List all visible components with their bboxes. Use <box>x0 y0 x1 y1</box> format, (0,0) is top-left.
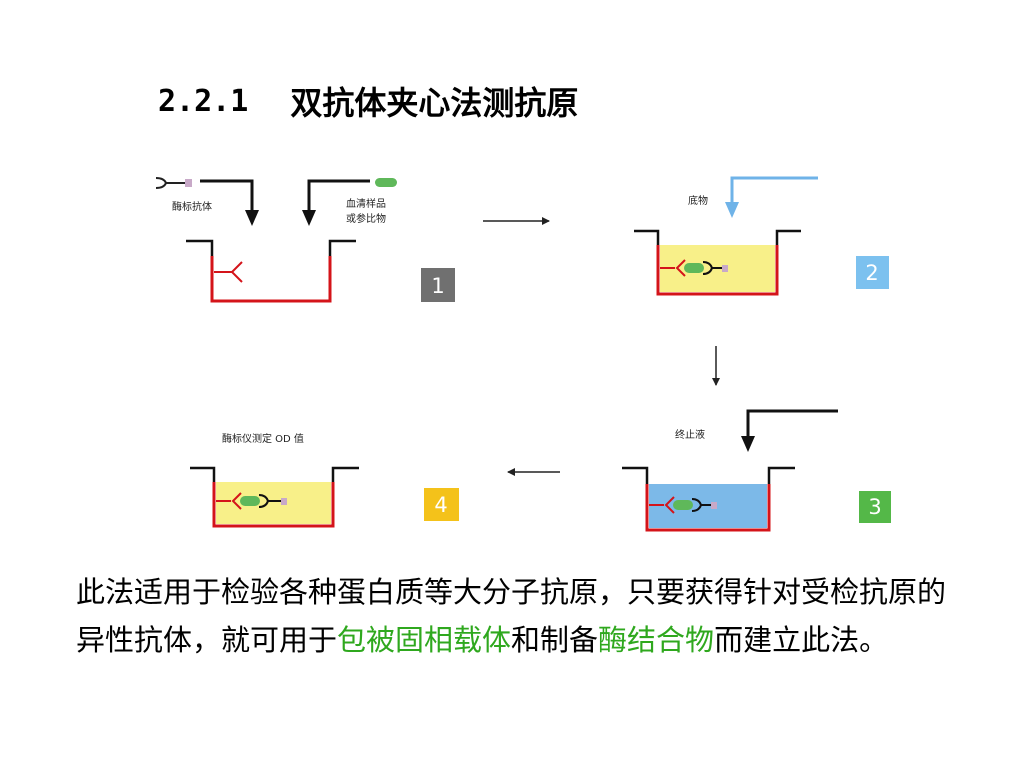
title-text: 双抗体夹心法测抗原 <box>290 84 579 122</box>
body-paragraph: 此法适用于检验各种蛋白质等大分子抗原，只要获得针对受检抗原的异性抗体，就可用于包… <box>76 568 956 664</box>
arrow-sample-in <box>307 179 370 212</box>
body-text-part3: 而建立此法。 <box>714 623 889 657</box>
body-text-part1: 此法适用于检验各种蛋白质等大分子抗原，只要获得针对受检抗原的异性抗体，就可用于 <box>76 575 947 657</box>
label-enzyme-antibody: 酶标抗体 <box>172 200 212 213</box>
coated-antibody-icon <box>214 261 243 283</box>
panel-2: 底物 2 <box>634 176 889 296</box>
label-stop-solution: 终止液 <box>675 428 705 441</box>
panel-1: 酶标抗体 血清样品 或参比物 1 <box>155 177 455 303</box>
sandwich-complex-4 <box>216 492 287 510</box>
title-number: 2.2.1 <box>158 83 249 119</box>
label-substrate: 底物 <box>688 194 708 207</box>
step-1-badge <box>421 268 455 302</box>
label-sample-line1: 血清样品 <box>346 197 386 210</box>
step-3-badge <box>859 491 891 523</box>
body-text-part2: 和制备 <box>511 623 599 657</box>
slide-title: 2.2.1 双抗体夹心法测抗原 <box>158 78 578 124</box>
step-4-number: 4 <box>434 493 447 517</box>
label-reader: 酶标仪测定 OD 值 <box>222 432 304 445</box>
step-1-number: 1 <box>431 274 444 298</box>
step-3-number: 3 <box>868 495 881 519</box>
step-2-number: 2 <box>865 261 878 285</box>
sandwich-complex-3 <box>649 496 717 514</box>
panel-3: 终止液 3 <box>622 409 891 532</box>
step-2-badge <box>856 256 889 289</box>
panel-4: 酶标仪测定 OD 值 4 <box>190 432 459 528</box>
step-4-badge <box>424 488 459 521</box>
antigen-sample-icon <box>375 178 397 187</box>
arrow-substrate-in <box>730 176 818 205</box>
body-highlight-enzyme-conjugate: 酶结合物 <box>598 623 715 657</box>
body-highlight-coated-carrier: 包被固相载体 <box>337 623 512 657</box>
sandwich-complex-2 <box>660 259 728 277</box>
label-sample-line2: 或参比物 <box>346 212 386 225</box>
arrow-antibody-in <box>200 179 254 212</box>
enzyme-antibody-icon <box>155 177 192 189</box>
arrow-stop-solution-in <box>746 409 838 438</box>
elisa-sandwich-diagram: 酶标抗体 血清样品 或参比物 1 底物 <box>155 176 891 532</box>
